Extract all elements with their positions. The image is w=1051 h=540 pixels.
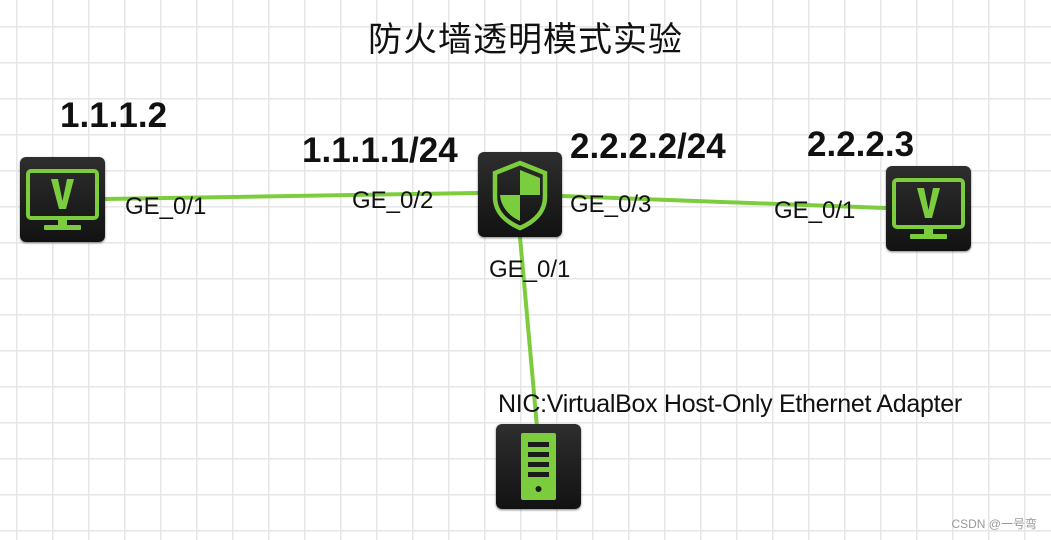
pc-right-ip-label: 2.2.2.3 (807, 125, 915, 164)
pc-monitor-icon (26, 169, 99, 230)
link-firewall-to-cloud[interactable] (518, 236, 539, 428)
pc-left-device[interactable] (20, 157, 105, 242)
firewall-left-ip-label: 1.1.1.1/24 (302, 131, 458, 170)
link-pc-left-to-firewall[interactable] (103, 191, 479, 201)
pc-right-port-label: GE_0/1 (774, 197, 856, 224)
firewall-port-bottom-label: GE_0/1 (489, 256, 571, 283)
watermark: CSDN @一号弯 (951, 517, 1037, 531)
pc-monitor-icon (892, 178, 965, 239)
link-firewall-to-pc-right[interactable] (561, 194, 887, 210)
pc-left-ip-label: 1.1.1.2 (60, 96, 168, 135)
firewall-port-left-label: GE_0/2 (352, 187, 434, 214)
cloud-nic-label: NIC:VirtualBox Host-Only Ethernet Adapte… (498, 390, 962, 418)
firewall-device[interactable] (478, 152, 562, 237)
firewall-shield-icon (492, 160, 548, 231)
pc-left-port-label: GE_0/1 (125, 193, 207, 220)
cloud-server-device[interactable] (496, 424, 581, 509)
server-icon (521, 433, 556, 500)
firewall-port-right-label: GE_0/3 (570, 191, 652, 218)
diagram-title: 防火墙透明模式实验 (368, 20, 683, 60)
pc-right-device[interactable] (886, 166, 971, 251)
firewall-right-ip-label: 2.2.2.2/24 (570, 127, 726, 166)
